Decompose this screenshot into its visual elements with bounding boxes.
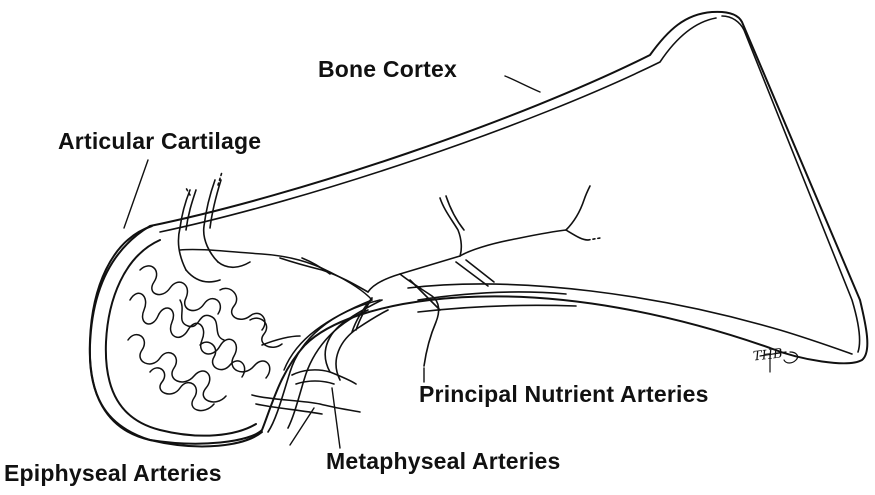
label-epiphyseal-arteries: Epiphyseal Arteries xyxy=(4,462,222,485)
label-metaphyseal-arteries: Metaphyseal Arteries xyxy=(326,450,561,473)
epiphyseal-arteries xyxy=(178,172,360,414)
leader-articular-cartilage xyxy=(124,160,148,228)
leader-bone-cortex xyxy=(505,76,540,92)
leader-metaphyseal xyxy=(332,388,340,448)
label-bone-cortex: Bone Cortex xyxy=(318,58,457,81)
principal-nutrient-arteries xyxy=(280,186,600,366)
label-articular-cartilage: Articular Cartilage xyxy=(58,130,261,153)
bone-outline xyxy=(90,12,868,444)
label-principal-nutrient-arteries: Principal Nutrient Arteries xyxy=(419,383,709,406)
artist-signature: THB xyxy=(752,346,783,364)
